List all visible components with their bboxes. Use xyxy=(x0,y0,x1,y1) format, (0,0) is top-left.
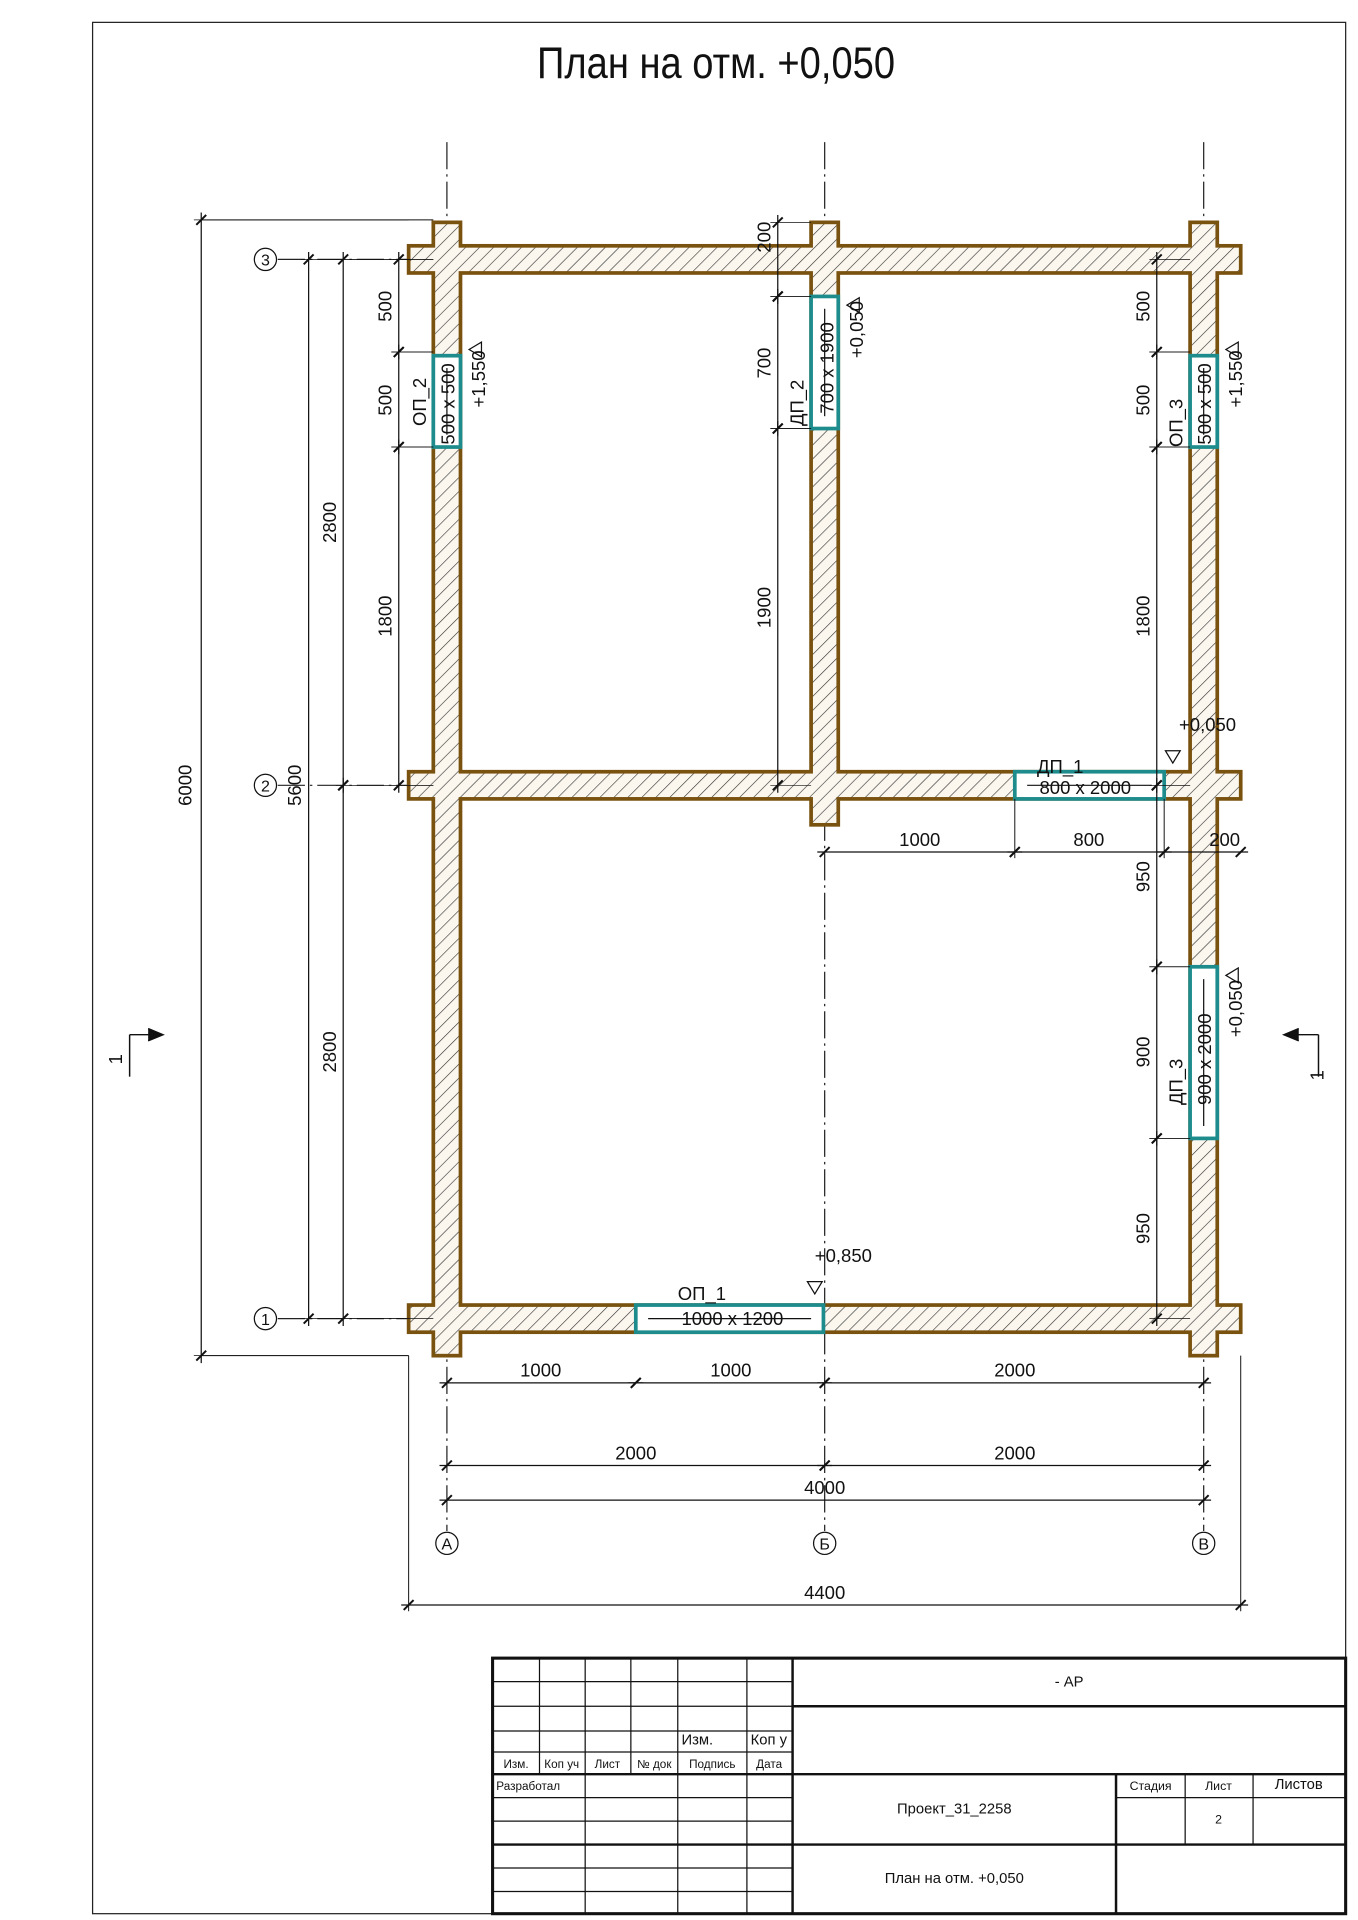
header-col: Лист xyxy=(595,1758,621,1771)
dimension-value: 500 xyxy=(374,385,395,416)
elevation-marker-icon xyxy=(1224,341,1239,359)
opening-size: 800 х 2000 xyxy=(1039,777,1131,798)
dimension-value: 500 xyxy=(374,291,395,322)
elevation-marker-icon xyxy=(1164,750,1182,765)
sheets-label: Листов xyxy=(1275,1777,1323,1793)
axis-bubble xyxy=(253,773,278,798)
title-block-texts: - АР Изм. Коп у Изм. Коп уч Лист № док П… xyxy=(496,1675,1323,1887)
header-col: Изм. xyxy=(503,1758,528,1771)
stage-label: Стадия xyxy=(1130,1779,1172,1793)
dimension-value: 200 xyxy=(1209,829,1240,850)
upper-kop: Коп у xyxy=(751,1733,788,1749)
dimension-value: 2000 xyxy=(615,1442,656,1463)
opening-size: 900 х 2000 xyxy=(1194,1013,1215,1105)
dimension-value: 500 xyxy=(1132,291,1153,322)
sheet-number: 2 xyxy=(1215,1813,1222,1827)
opening-elevation: +0,850 xyxy=(815,1245,872,1266)
opening-size: 500 х 500 xyxy=(437,363,458,444)
dimension-value: 950 xyxy=(1132,1213,1153,1244)
developed-label: Разработал xyxy=(496,1780,560,1793)
dimension-value: 950 xyxy=(1132,861,1153,892)
opening-elevation: +0,050 xyxy=(1225,980,1246,1037)
dimension-value: 4400 xyxy=(804,1582,845,1603)
dimension-value: 2000 xyxy=(994,1360,1035,1381)
opening-elevation: +0,050 xyxy=(1179,714,1236,735)
opening-size: 1000 х 1200 xyxy=(681,1308,783,1329)
dimension-value: 700 xyxy=(753,348,774,379)
dimension-value: 2800 xyxy=(319,1031,340,1072)
sheet-border xyxy=(91,21,1347,1915)
dimension-value: 800 xyxy=(1073,829,1104,850)
axis-label: В xyxy=(1198,1535,1209,1553)
opening-tag: ОП_3 xyxy=(1166,399,1188,447)
opening-tag: ОП_1 xyxy=(678,1283,726,1305)
opening-elevation: +0,050 xyxy=(846,301,867,358)
axis-bubble xyxy=(253,247,278,272)
dimension-value: 200 xyxy=(753,222,774,253)
dimension-value: 1000 xyxy=(899,829,940,850)
axis-bubble xyxy=(812,1531,837,1556)
axis-bubble xyxy=(253,1306,278,1331)
dimension-value: 2800 xyxy=(319,502,340,543)
dimension-value: 5600 xyxy=(284,765,305,806)
axis-markers: А Б В 3 2 1 xyxy=(253,247,1216,1556)
title-block xyxy=(491,1656,1348,1916)
header-col: Коп уч xyxy=(544,1758,579,1771)
upper-izm: Изм. xyxy=(681,1733,713,1749)
section-mark-left xyxy=(128,1027,165,1077)
dimension-value: 1800 xyxy=(374,596,395,637)
elevation-marker-icon xyxy=(1224,966,1239,984)
elevation-marker-icon xyxy=(467,341,483,359)
axis-label: 1 xyxy=(261,1311,270,1329)
drawing-title: План на отм. +0,050 xyxy=(537,39,895,88)
dimension-value: 900 xyxy=(1132,1037,1153,1068)
header-col: № док xyxy=(637,1758,672,1771)
axis-label: А xyxy=(442,1535,453,1553)
opening-tag: ДП_2 xyxy=(787,380,809,426)
project-name: Проект_31_2258 xyxy=(897,1802,1012,1818)
sheet-title: План на отм. +0,050 xyxy=(885,1871,1024,1887)
sheet-label: Лист xyxy=(1205,1779,1232,1793)
opening-size: 500 х 500 xyxy=(1194,363,1215,444)
opening-size: 700 х 1900 xyxy=(816,322,837,414)
opening-tag: ДП_1 xyxy=(1037,756,1083,778)
opening-tag: ДП_3 xyxy=(1166,1059,1188,1105)
dimension-value: 1900 xyxy=(753,587,774,628)
opening-elevation: +1,550 xyxy=(468,350,489,407)
elevation-marker-icon xyxy=(845,296,860,314)
axis-bubble xyxy=(1191,1531,1216,1556)
header-col: Подпись xyxy=(689,1758,735,1771)
dimension-value: 1000 xyxy=(710,1360,751,1381)
dimension-value: 2000 xyxy=(994,1442,1035,1463)
dimension-value: 4000 xyxy=(804,1477,845,1498)
dimension-value: 6000 xyxy=(174,765,195,806)
dimension-value: 1800 xyxy=(1132,596,1153,637)
elevation-marker-icon xyxy=(806,1280,824,1296)
axis-bubble xyxy=(435,1531,459,1556)
opening-tag: ОП_2 xyxy=(409,378,431,426)
dimension-value: 1000 xyxy=(520,1360,561,1381)
section-label-right: 1 xyxy=(1306,1070,1327,1080)
wall-hatch xyxy=(435,224,459,1354)
axis-label: 2 xyxy=(261,777,270,795)
dimension-value: 500 xyxy=(1132,385,1153,416)
axis-label: Б xyxy=(819,1535,830,1553)
code-text: - АР xyxy=(1055,1675,1084,1691)
opening-elevation: +1,550 xyxy=(1225,350,1246,407)
axis-label: 3 xyxy=(261,252,270,270)
section-label-left: 1 xyxy=(105,1054,126,1064)
header-col: Дата xyxy=(756,1758,782,1771)
section-mark-right xyxy=(1282,1027,1320,1077)
